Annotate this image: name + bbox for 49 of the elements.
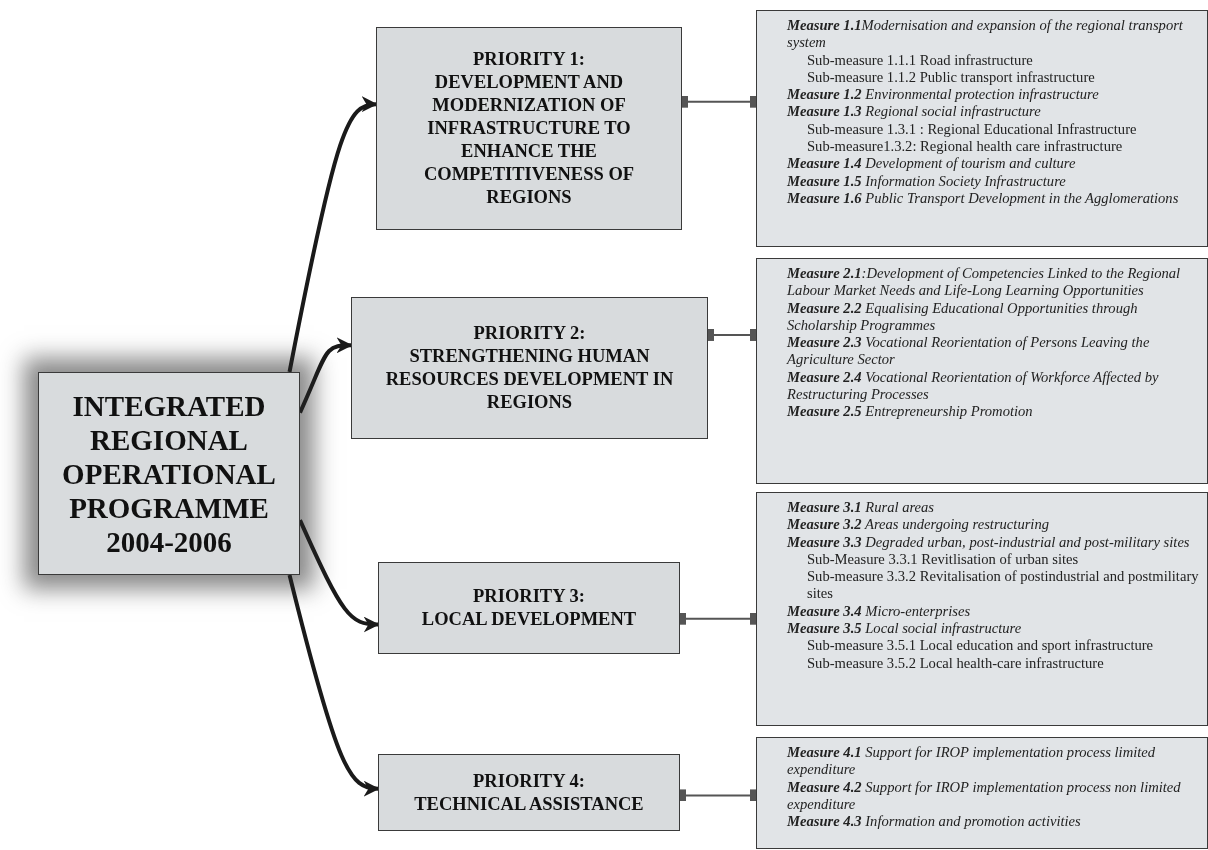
measure-text: Measure 4.2 Support for IROP implementation process non limited expenditure [787,778,1182,814]
measure-text: Measure 1.3 Regional social infrastructure [787,103,1042,121]
measures-box [756,258,1208,484]
measure-text: Measure 1.2 Environmental protection infrastructure [787,86,1100,104]
priority-title: DEVELOPMENT AND MODERNIZATION OF INFRASTRUCTURE TO ENHANCE THE COMPETITIVENESS OF REGIONS [422,71,636,209]
measure-text: Measure 3.1 Rural areas [787,499,936,517]
measure-text: Measure 4.3 Information and promotion activities [787,813,1082,831]
sub-measure-text: Sub-measure 3.5.2 Local health-care infrastructure [806,654,1105,672]
sub-measure-text: Sub-measure 3.5.1 Local education and sport infrastructure [806,637,1155,655]
measure-text: Measure 2.1:Development of Competencies Linked to the Regional Labour Market Needs and Life-Long Learning Opportunities [787,265,1182,300]
measure-text: Measure 3.5 Local social infrastructure [787,620,1023,638]
measure-text: Measure 1.6 Public Transport Development in the Agglomerations [787,189,1180,208]
priority-heading: PRIORITY 2: [473,322,586,345]
priority-box [351,297,708,439]
measures-box [756,492,1208,726]
priority-box [378,754,680,831]
priority-title: LOCAL DEVELOPMENT [421,608,637,631]
programme-title: INTEGRATED REGIONAL OPERATIONAL PROGRAMME 2004-2006 [61,388,277,559]
measure-text: Measure 2.5 Entrepreneurship Promotion [787,403,1034,421]
measures-box [756,10,1208,247]
priority-heading: PRIORITY 1: [473,48,585,71]
measure-text: Measure 2.4 Vocational Reorientation of Workforce Affected by Restructuring Processes [787,368,1160,404]
measure-text: Measure 1.5 Information Society Infrastructure [787,172,1067,190]
measure-text: Measure 2.3 Vocational Reorientation of Persons Leaving the Agriculture Sector [787,334,1151,369]
measure-text: Measure 4.1 Support for IROP implementation process limited expenditure [787,744,1157,779]
sub-measure-text: Sub-measure1.3.2: Regional health care infrastructure [806,138,1124,156]
sub-measure-text: Sub-measure 1.1.2 Public transport infrastructure [806,68,1096,87]
priority-title: STRENGTHENING HUMAN RESOURCES DEVELOPMENT IN REGIONS [384,345,675,414]
programme-box [38,372,300,575]
measure-text: Measure 2.2 Equalising Educational Opportunities through Scholarship Programmes [787,299,1139,335]
sub-measure-text: Sub-measure 1.3.1 : Regional Educational Infrastructure [806,120,1138,139]
measure-text: Measure 1.1Modernisation and expansion of the regional transport system [787,17,1184,52]
priority-box [376,27,682,230]
priority-heading: PRIORITY 4: [473,769,585,793]
arrow [287,97,378,373]
arrow [287,574,380,796]
measure-text: Measure 3.4 Micro-enterprises [787,602,972,621]
measure-text: Measure 3.2 Areas undergoing restructuring [787,516,1050,534]
measure-text: Measure 1.4 Development of tourism and culture [787,155,1077,173]
arrow [298,337,353,414]
sub-measure-text: Sub-Measure 3.3.1 Revitlisation of urban sites [806,550,1080,569]
sub-measure-text: Sub-measure 3.3.2 Revitalisation of postindustrial and postmilitary sites [806,568,1199,603]
priority-title: TECHNICAL ASSISTANCE [414,792,644,816]
sub-measure-text: Sub-measure 1.1.1 Road infrastructure [806,51,1034,69]
measure-text: Measure 3.3 Degraded urban, post-industrial and post-military sites [787,533,1191,551]
arrow [298,519,380,633]
measures-box [756,737,1208,849]
priority-heading: PRIORITY 3: [473,585,585,608]
priority-box [378,562,680,654]
